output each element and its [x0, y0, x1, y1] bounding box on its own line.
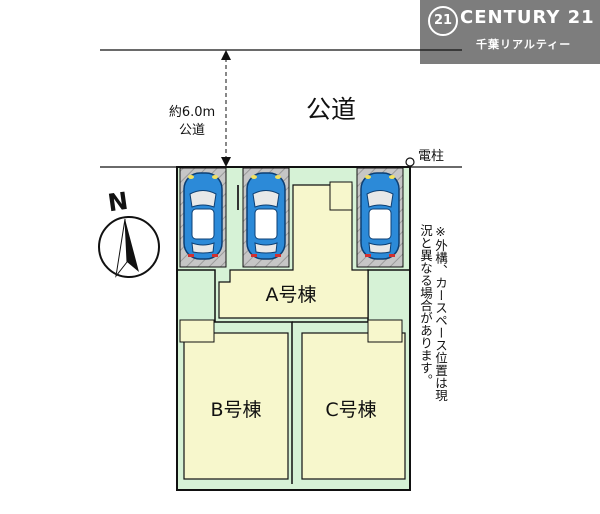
brand-logo: 21 CENTURY 21 千葉リアルティー	[420, 0, 600, 64]
brand-mark: 21	[428, 6, 458, 36]
building-c	[301, 332, 406, 480]
road-label: 公道	[306, 95, 356, 124]
entrance-b	[179, 319, 215, 343]
building-b-label: B号棟	[210, 399, 261, 421]
car-icon-1	[183, 172, 223, 260]
road-width-sublabel: 公道	[179, 123, 205, 138]
dimension-arrow-bottom	[221, 157, 231, 167]
utility-pole-label: 電柱	[418, 149, 444, 164]
entrance-c	[367, 319, 403, 343]
car-icon-3	[360, 172, 400, 260]
brand-subname: 千葉リアルティー	[476, 38, 572, 51]
compass-icon: N	[98, 187, 160, 278]
building-c-label: C号棟	[325, 399, 376, 421]
dimension-arrow-top	[221, 50, 231, 60]
building-b	[183, 332, 289, 480]
car-icon-2	[246, 172, 286, 260]
brand-name: CENTURY 21	[460, 7, 595, 28]
entrance-a	[329, 181, 353, 211]
utility-pole-icon	[405, 157, 415, 167]
lot-divider-a	[177, 269, 293, 484]
disclaimer-note: ※外構、カースペース位置は現況と異なる場合があります。	[418, 224, 448, 402]
road-width-label: 約6.0m	[169, 105, 215, 120]
building-a-label: A号棟	[266, 284, 317, 306]
compass-north-label: N	[106, 187, 130, 218]
building-a	[218, 184, 369, 319]
